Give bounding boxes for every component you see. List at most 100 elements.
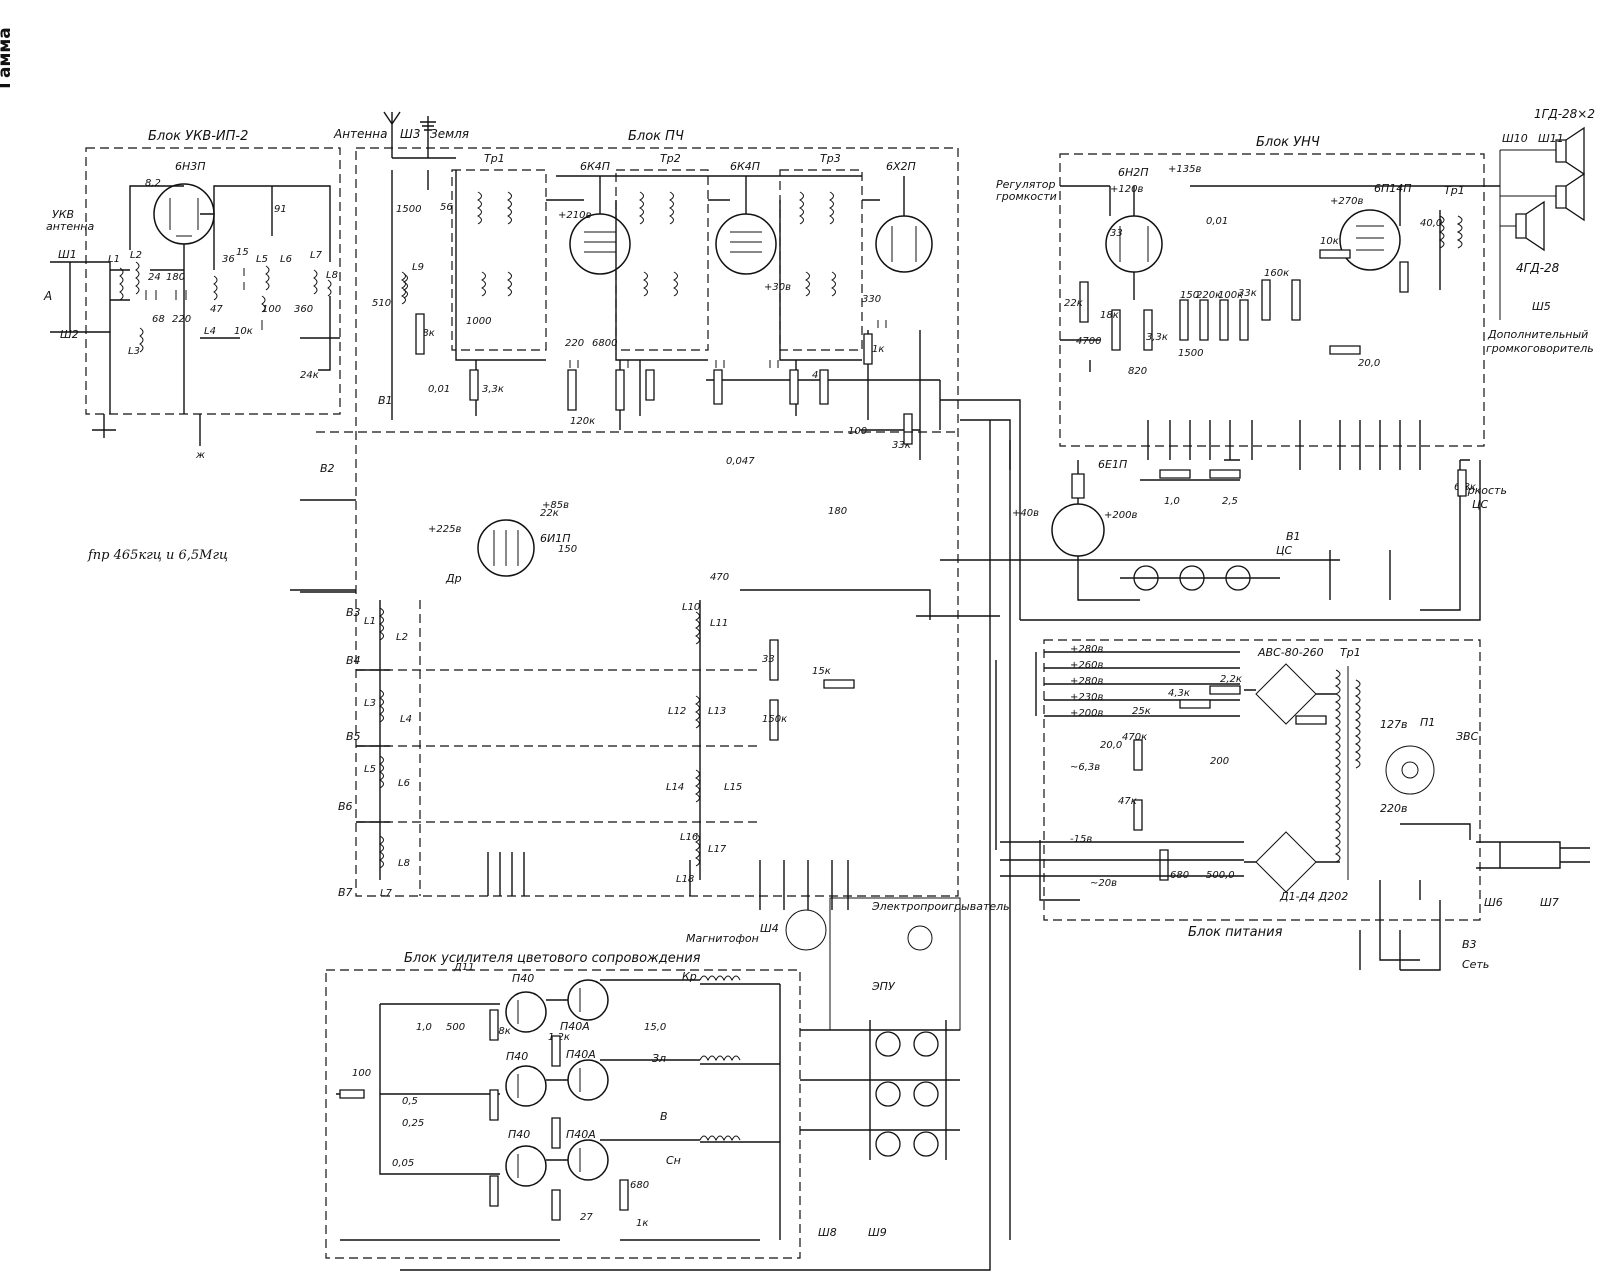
component-value: 100 [262,304,281,315]
voltage-selector [1385,745,1435,795]
sh3-label: Ш3 [400,127,420,141]
rail-label: +280в [1070,644,1103,655]
component-value: 47к [1118,796,1137,807]
lamp-icon [875,1081,901,1107]
rail-label: +230в [1070,692,1103,703]
component-value: 6800 [592,338,617,349]
component-value: 1,0 [416,1022,432,1033]
ac-label: ~20в [1090,878,1117,889]
component-value: 68к [492,1026,511,1037]
minus15-label: -15в [1070,834,1092,845]
band-switch-section: 6И1П +225в +85в L1 L2 L3 L4 L5 L6 L7 L8 … [290,394,1010,1031]
transistor-label: П40 [512,972,534,985]
diodes-label: Д1-Д4 Д202 [1279,890,1348,903]
coil-label: L12 [668,706,686,717]
switch-label: В5 [346,730,361,743]
switch-label: В2 [320,462,335,475]
switch-label: В6 [338,800,353,813]
sh4-label: Ш4 [760,922,779,935]
color-lamps [875,1031,939,1157]
speaker-group [1499,126,1585,320]
input-a-label: А [43,289,52,303]
component-value: 0,01 [428,384,450,395]
component-value: 0,01 [1206,216,1228,227]
coil-label: L5 [364,764,376,775]
if-block: Блок ПЧ Антенна Ш3 Земля Тр1 Тр2 Тр3 [333,111,959,897]
speaker-ext-label: 4ГД-28 [1516,261,1560,275]
component-value: 220 [172,314,191,325]
component-value: 200 [1210,756,1229,767]
tube-6k4p-1 [569,213,631,275]
sh5-label: Ш5 [1532,300,1551,313]
coil-label: L17 [708,844,727,855]
component-value: 47 [812,370,825,381]
component-value: 120к [570,416,595,427]
lamp-icon [913,1081,939,1107]
color-kr: Кр [682,970,697,983]
power-block: Блок питания АВС-80-260 Тр1 Д1-Д4 Д202 +… [1000,639,1590,971]
component-value: 33к [1238,288,1257,299]
magnetofon-label: Магнитофон [686,932,759,945]
component-value: 33к [892,440,911,451]
v3-label: В3 [1462,938,1477,951]
component-value: 150 [558,544,577,555]
coil-label: L3 [128,346,140,357]
speaker-icon [1555,172,1585,222]
if-tr1-label: Тр1 [484,152,505,165]
component-value: 1500 [1178,348,1203,359]
component-value: 220 [565,338,584,349]
speaker-icon [1515,200,1545,252]
band-coils [378,607,700,869]
component-value: 22к [1064,298,1083,309]
coil-label: L15 [724,782,742,793]
component-value: 22к [540,508,559,519]
component-value: 8,2 [145,178,161,189]
component-value: 10к [1320,236,1339,247]
coil-label: L16 [680,832,698,843]
tube-label: 6П14П [1374,182,1412,195]
sh1-label: Ш1 [58,248,77,261]
coil-label: L1 [108,254,120,265]
component-value: 0,25 [402,1118,424,1129]
tube-label: 6К4П [580,160,610,173]
ukv-antenna-label-1: УКВ [52,208,74,221]
coil-label: L2 [396,632,408,643]
component-value: 24 [148,272,161,283]
transistor-p40 [505,991,547,1033]
transistor-label: П40А [566,1048,596,1061]
component-value: 1000 [466,316,491,327]
voltage-label: +85в [542,500,569,511]
tube-label: 6Е1П [1098,458,1127,471]
voltage-label: +210в [558,210,591,221]
transistor-label: П40А [566,1128,596,1141]
component-value: 470 [710,572,729,583]
transistor-label: П40А [560,1020,590,1033]
coil-label: L18 [676,874,694,885]
switch-label: В7 [338,886,353,899]
lamp-icon [913,1131,939,1157]
component-value: 3,3к [482,384,504,395]
component-value: 360 [294,304,313,315]
component-value: 220к [1196,290,1221,301]
ukv-coils [119,261,332,353]
lamp-icon [875,1131,901,1157]
component-value: 25к [1132,706,1151,717]
if-tr2-label: Тр2 [660,152,681,165]
v220-label: 220в [1380,802,1407,815]
af-block-title: Блок УНЧ [1256,135,1320,150]
component-value: 4,3к [1168,688,1190,699]
if-coils [400,191,836,305]
component-value: 0,5 [402,1096,418,1107]
component-value: 180 [828,506,847,517]
transistors [505,979,609,1187]
component-value: 10к [234,326,253,337]
sh2-label: Ш2 [60,328,79,341]
component-value: 15,0 [644,1022,666,1033]
lamp-icon [913,1031,939,1057]
set-label: Сеть [1462,958,1489,971]
rail-label: +260в [1070,660,1103,671]
switch-label: В1 [378,394,393,407]
tube-6p14p [1339,209,1401,271]
component-value: 27 [580,1212,593,1223]
